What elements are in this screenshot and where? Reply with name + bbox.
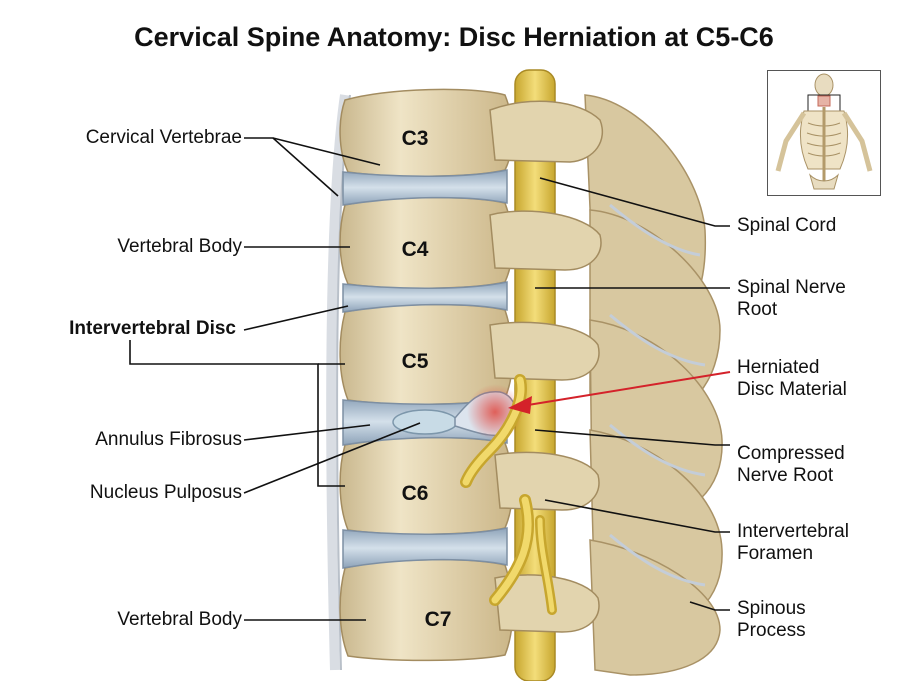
leader-lines-right [534,177,730,611]
label-nucleus-pulposus: Nucleus Pulposus [89,482,242,503]
vertebra-label-c4: C4 [402,238,429,261]
skeleton-inset [767,70,881,196]
disc-c4-c5 [342,281,508,313]
label-foramen-line1: Intervertebral [737,521,849,542]
label-foramen-line2: Foramen [737,543,814,564]
posterior-elements [584,94,723,676]
label-annulus-fibrosus: Annulus Fibrosus [95,429,242,450]
label-intervertebral-disc: Intervertebral Disc [69,318,236,339]
label-spinal-cord: Spinal Cord [737,215,837,236]
disc-c6-c7 [342,527,508,569]
vertebra-label-c5: C5 [402,350,429,373]
label-vertebral-body-upper: Vertebral Body [117,236,242,257]
diagram-title: Cervical Spine Anatomy: Disc Herniation … [134,22,774,52]
label-spinous-process-line2: Process [737,620,806,641]
label-compressed-nerve-line1: Compressed [737,443,845,464]
vertebral-bodies [339,88,514,662]
vertebra-label-c3: C3 [402,127,429,150]
label-spinous-process-line1: Spinous [737,598,806,619]
label-spinal-nerve-root-line2: Root [737,299,778,320]
label-compressed-nerve-line2: Nerve Root [737,465,834,486]
label-spinal-nerve-root-line1: Spinal Nerve [737,277,846,298]
label-herniated-disc-line2: Disc Material [737,379,847,400]
label-cervical-vertebrae: Cervical Vertebrae [85,127,242,148]
leader-lines-left [129,137,421,621]
interspinous-ligaments [609,203,706,587]
herniation-arrow [508,371,731,414]
label-herniated-disc-line1: Herniated [737,357,820,378]
skeleton-icon [775,73,873,190]
label-vertebral-body-lower: Vertebral Body [117,609,242,630]
intervertebral-discs [342,169,508,569]
vertebra-label-c6: C6 [402,482,429,505]
vertebra-label-c7: C7 [425,608,452,631]
nerve-roots [460,374,557,615]
anterior-ligament [326,94,350,671]
disc-c3-c4 [342,169,508,206]
